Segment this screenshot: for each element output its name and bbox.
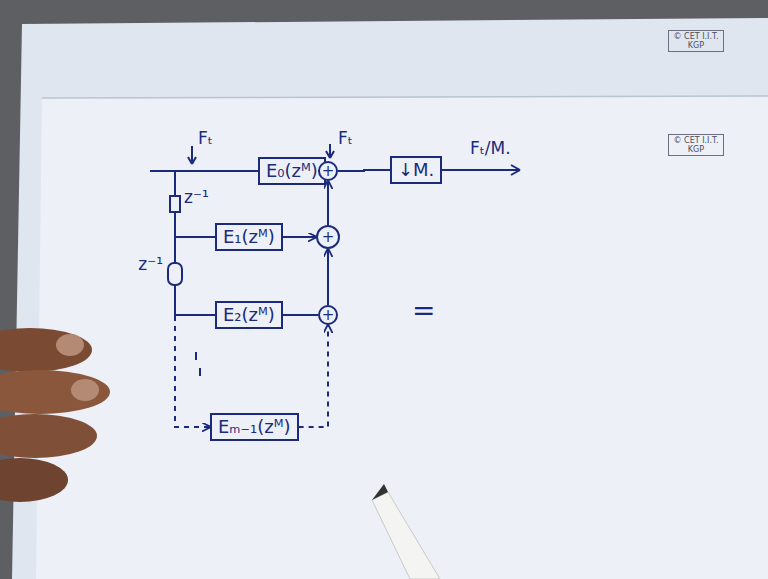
continuation-marks bbox=[196, 352, 200, 376]
polyphase-filter: E₂(zᴹ) bbox=[215, 301, 283, 329]
back-sheet bbox=[12, 18, 768, 579]
signal-wire bbox=[174, 213, 176, 262]
downsampler-box: ↓M. bbox=[390, 156, 442, 184]
filter-label: E₀(zᴹ) bbox=[266, 160, 318, 181]
delay-box: z⁻¹ bbox=[167, 262, 183, 286]
adder-circle: + bbox=[318, 161, 338, 181]
hand bbox=[0, 328, 110, 502]
signal-wire bbox=[327, 181, 329, 225]
output-wire bbox=[440, 169, 520, 171]
signal-wire bbox=[175, 286, 210, 427]
plus-sign: + bbox=[318, 161, 338, 181]
signal-wire bbox=[175, 286, 215, 315]
tap-wire bbox=[174, 171, 176, 195]
filter-label: E₂(zᴹ) bbox=[223, 304, 275, 325]
rate-label: Fₜ bbox=[338, 128, 353, 148]
signal-wire bbox=[175, 213, 215, 237]
output-rate-label: Fₜ/M. bbox=[470, 138, 511, 158]
rate-arrow bbox=[326, 144, 334, 158]
polyphase-filter: E₁(zᴹ) bbox=[215, 223, 283, 251]
polyphase-filter: E₀(zᴹ) bbox=[258, 157, 326, 185]
delay-box: z⁻¹ bbox=[169, 195, 181, 213]
input-wire bbox=[150, 170, 258, 172]
signal-wire bbox=[283, 236, 316, 238]
signal-wire bbox=[299, 325, 328, 427]
sheet-edge bbox=[42, 96, 768, 98]
plus-sign: + bbox=[316, 225, 340, 249]
adder-circle: + bbox=[318, 305, 338, 325]
pen bbox=[372, 484, 440, 579]
filter-label: Eₘ₋₁(zᴹ) bbox=[218, 416, 291, 437]
equals-sign: = bbox=[412, 296, 435, 326]
plus-sign: + bbox=[318, 305, 338, 325]
watermark: © CET I.I.T. KGP bbox=[668, 134, 724, 156]
filter-label: ↓M. bbox=[398, 159, 434, 180]
watermark: © CET I.I.T. KGP bbox=[668, 30, 724, 52]
adder-circle: + bbox=[316, 225, 340, 249]
delay-label: z⁻¹ bbox=[184, 187, 209, 207]
signal-wire bbox=[327, 249, 329, 305]
rate-arrow bbox=[188, 146, 196, 164]
front-sheet bbox=[36, 96, 768, 579]
delay-label: z⁻¹ bbox=[138, 254, 163, 274]
rate-label: Fₜ bbox=[198, 128, 213, 148]
output-arrowhead bbox=[511, 165, 520, 175]
signal-wire bbox=[283, 314, 318, 316]
polyphase-filter: Eₘ₋₁(zᴹ) bbox=[210, 413, 299, 441]
filter-label: E₁(zᴹ) bbox=[223, 226, 275, 247]
signal-wire bbox=[338, 170, 390, 171]
